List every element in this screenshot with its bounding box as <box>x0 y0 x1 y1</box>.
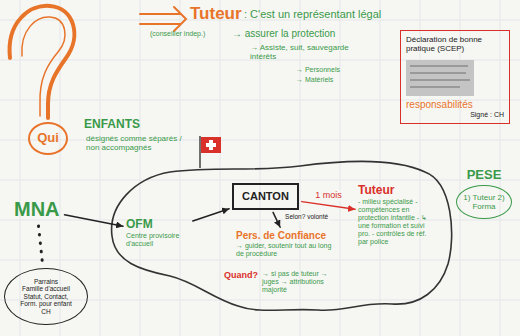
node-body: Famille d'accueil <box>17 285 75 292</box>
swiss-flag <box>200 136 221 168</box>
flow-arrow <box>273 212 280 227</box>
dotted-link <box>39 226 43 265</box>
node-body: - milieu spécialisé - compétences en pro… <box>358 198 430 246</box>
node-body: Centre provisoire d'accueil <box>126 232 190 248</box>
when-answer: → si pas de tuteur → juges → attribution… <box>262 270 334 294</box>
charter-box: Déclaration de bonne pratique (SCEP) resp… <box>400 30 510 124</box>
tutor-duty: → assurer la protection <box>232 28 335 40</box>
edge-label: Selon? volonté <box>283 213 330 220</box>
tutor-heading: Tuteur <box>190 4 242 24</box>
mna-heading: MNA <box>12 196 62 223</box>
node-body: responsabilités <box>406 99 504 111</box>
question-dot-circle: Qui <box>28 122 68 155</box>
federal-office-note: OFMCentre provisoire d'accueil <box>126 218 190 248</box>
question-mark <box>10 6 75 118</box>
node-body: → guider, soutenir tout au long de procé… <box>236 242 340 258</box>
tutor-definition: : C'est un représentant légal <box>244 8 381 21</box>
guardian-note: Tuteur- milieu spécialisé - compétences … <box>358 184 430 246</box>
flow-arrow <box>64 215 123 226</box>
flow-arrow <box>302 202 355 210</box>
edge-label: 1 mois <box>313 190 344 200</box>
tutor-interest: → Personnels <box>296 66 340 74</box>
pese-circle: PESE 1) Tuteur 2) Forma <box>456 168 512 219</box>
node-heading: PESE <box>456 168 512 183</box>
flow-arrow <box>193 209 229 221</box>
tutor-interest: → Matériels <box>296 76 333 84</box>
children-heading: ENFANTS <box>84 118 140 132</box>
node-heading: MNA <box>14 198 60 221</box>
node-body: Signé : CH <box>406 111 504 119</box>
switzerland-outline <box>112 161 452 310</box>
tutor-note: (conseiller indep.) <box>150 30 205 38</box>
pasted-document <box>406 60 474 96</box>
node-body: CH <box>17 308 75 315</box>
node-body: 1) Tuteur 2) Forma <box>456 185 512 219</box>
node-heading: OFM <box>126 218 190 232</box>
node-heading: Pers. de Confiance <box>236 230 340 242</box>
node-heading: CANTON <box>242 190 289 203</box>
canton-box: CANTON <box>232 183 299 210</box>
when-question: Quand? <box>224 270 258 280</box>
double-arrow <box>140 7 186 31</box>
tutor-duty: → Assiste, suit, sauvegarde intérêts <box>250 43 370 61</box>
node-heading: Parrains <box>17 278 75 285</box>
node-heading: Qui <box>34 131 62 146</box>
question-mark-inner <box>22 17 65 116</box>
node-heading: Tuteur <box>358 184 430 198</box>
sponsor-circle: ParrainsFamille d'accueilStatut, Contact… <box>4 268 88 325</box>
trusted-person-note: Pers. de Confiance→ guider, soutenir tou… <box>236 230 340 258</box>
children-note: désignés comme séparés / non accompagnés <box>86 134 186 152</box>
node-heading: Déclaration de bonne pratique (SCEP) <box>406 35 504 53</box>
node-body: Statut, Contact, Form. pour enfant <box>17 293 75 308</box>
